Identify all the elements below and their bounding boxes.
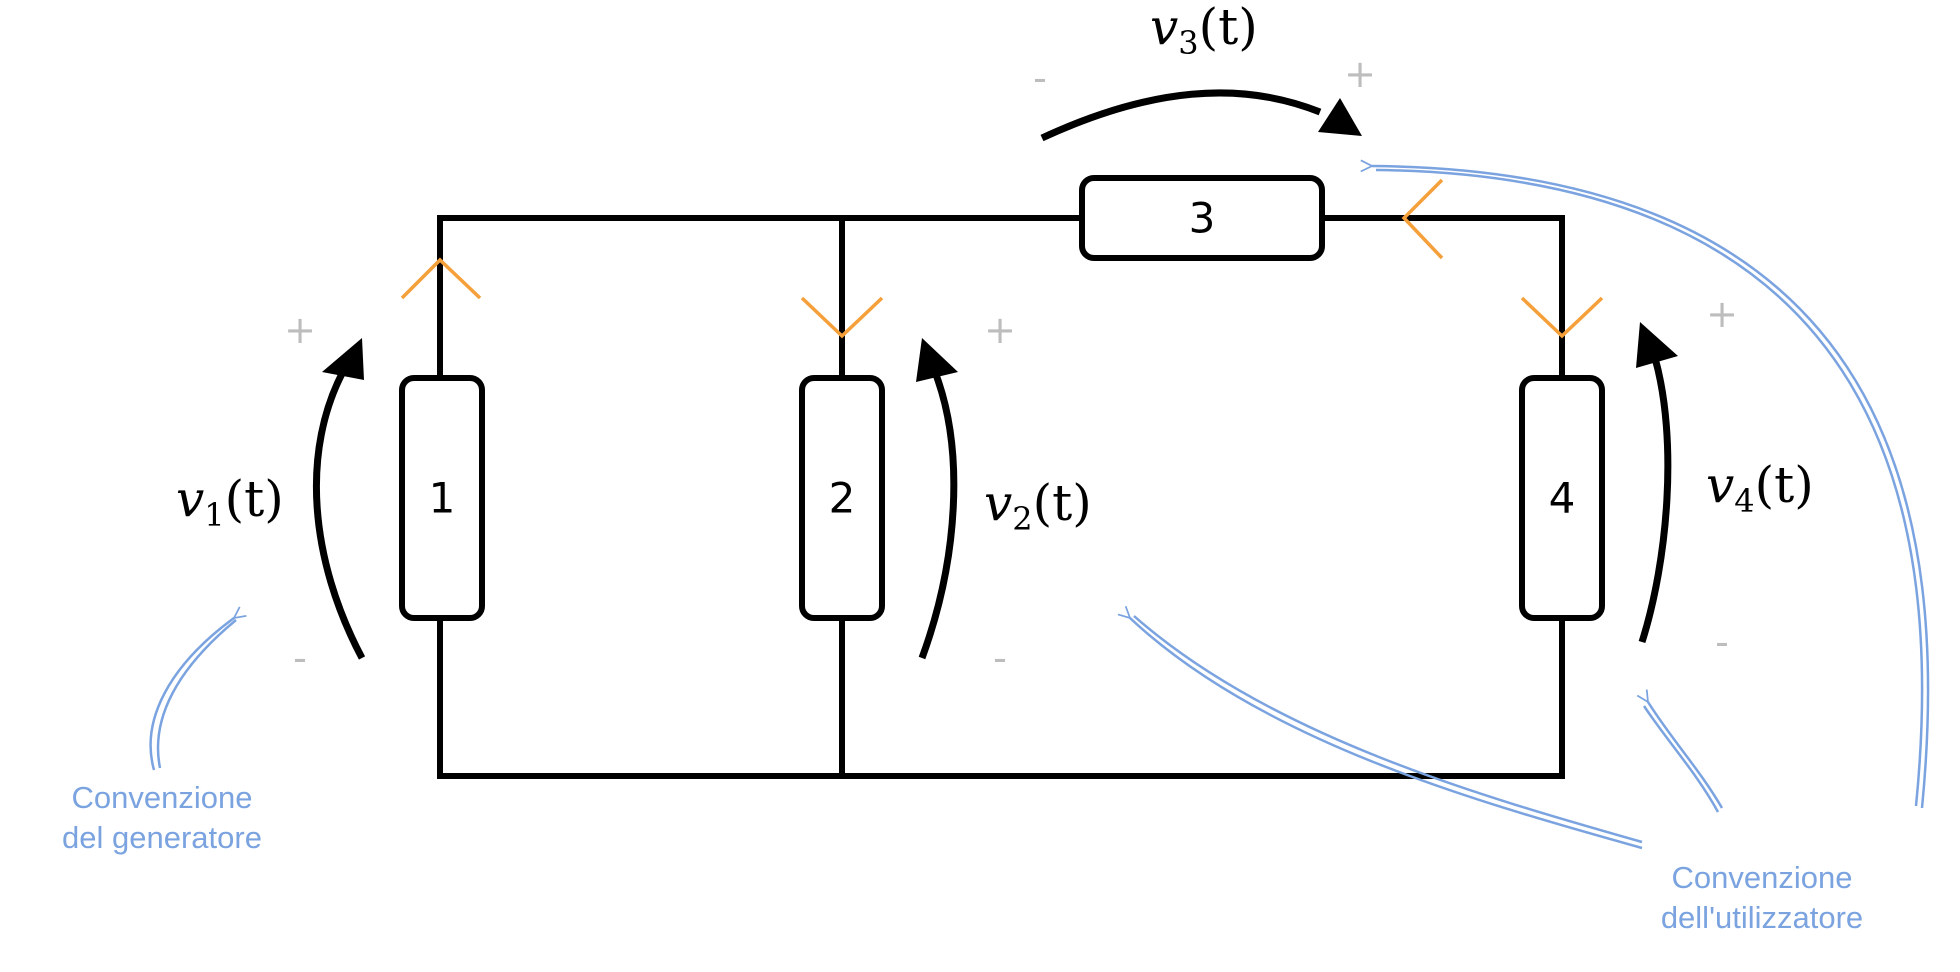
current-arrow-1-up — [400, 257, 482, 300]
user-pointer-v3-a — [1372, 166, 1930, 809]
plus-sign-1: + — [284, 308, 316, 352]
voltage-label-v2: v2(t) — [984, 474, 1092, 538]
component-1-label: 1 — [429, 474, 456, 523]
component-4-label: 4 — [1549, 474, 1576, 523]
user-pointer-v2-a — [1130, 618, 1643, 850]
user-pointer-v4-b — [1642, 705, 1720, 813]
generator-convention-line-2: del generatore — [62, 820, 262, 855]
resistor-2-body — [799, 375, 885, 621]
voltage-arrow-4 — [1638, 357, 1672, 644]
polarity-signs: + - + - - + + - — [284, 52, 1738, 680]
current-references — [400, 178, 1604, 339]
minus-sign-3: - — [1033, 56, 1047, 100]
voltage-arrow-3 — [1040, 89, 1322, 142]
resistor-3-body — [1079, 175, 1325, 261]
voltage-label-v3: v3(t) — [1150, 0, 1258, 62]
user-convention-line-1: Convenzione — [1672, 860, 1853, 895]
plus-sign-4: + — [1706, 292, 1738, 336]
voltage-arrowhead-1 — [322, 338, 364, 380]
minus-sign-2: - — [993, 636, 1007, 680]
voltage-arrow-2 — [918, 370, 958, 660]
user-convention-line-2: dell'utilizzatore — [1661, 900, 1863, 935]
voltage-arrow-1 — [312, 366, 366, 660]
current-arrow-3-left — [1401, 178, 1444, 260]
resistor-1-body — [399, 375, 485, 621]
voltage-arrowhead-2 — [916, 338, 958, 382]
generator-pointer-a — [149, 618, 234, 771]
current-arrow-4-down — [1520, 296, 1604, 339]
minus-sign-4: - — [1715, 620, 1729, 664]
user-pointer-v2-b — [1133, 615, 1643, 844]
current-arrow-2-down — [800, 296, 884, 339]
component-2-label: 2 — [829, 474, 856, 523]
voltage-label-v4: v4(t) — [1706, 456, 1814, 520]
component-1: 1 — [399, 375, 485, 621]
minus-sign-1: - — [293, 636, 307, 680]
generator-pointer-b — [156, 619, 237, 769]
annotation-pointers — [149, 166, 1930, 850]
voltage-arrowhead-3 — [1318, 98, 1362, 136]
plus-sign-3: + — [1344, 52, 1376, 96]
generator-convention-line-1: Convenzione — [72, 780, 253, 815]
user-pointer-v3-b — [1375, 168, 1924, 807]
component-3: 3 — [1079, 175, 1325, 261]
voltage-label-v1: v1(t) — [176, 470, 284, 534]
component-2: 2 — [799, 375, 885, 621]
resistor-4-body — [1519, 375, 1605, 621]
component-3-label: 3 — [1189, 194, 1216, 243]
voltage-arrows — [312, 89, 1678, 660]
component-4: 4 — [1519, 375, 1605, 621]
user-pointer-v4-a — [1648, 702, 1724, 809]
plus-sign-2: + — [984, 308, 1016, 352]
voltage-arrowhead-4 — [1636, 322, 1678, 368]
